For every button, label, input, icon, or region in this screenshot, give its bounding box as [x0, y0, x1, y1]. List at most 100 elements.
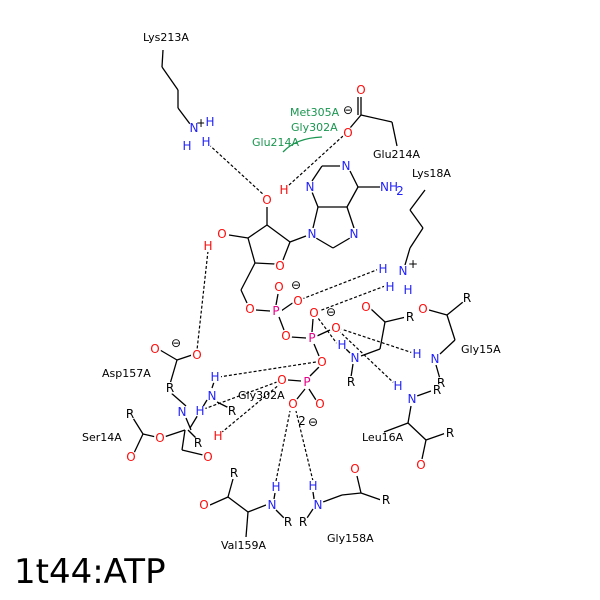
hydrogen-bond [340, 328, 414, 354]
bond [282, 241, 291, 261]
oxygen-atom: O [199, 498, 208, 512]
residue-label-glu214: Glu214A [373, 148, 421, 161]
hydrogen-bond [318, 285, 386, 312]
atom-label-background [345, 376, 357, 388]
atom-label-background [149, 343, 161, 355]
bond [177, 107, 191, 125]
r-group: R [406, 310, 414, 324]
atom-label-background [330, 322, 342, 334]
atom-label-background [306, 228, 318, 240]
bond [360, 114, 393, 123]
green-annotation-curve [282, 136, 323, 153]
bond [409, 209, 424, 229]
subscript-two: 2 [298, 414, 306, 428]
bond [332, 237, 351, 249]
bond [169, 391, 187, 407]
bond [227, 478, 234, 498]
oxygen-atom: O [274, 280, 283, 294]
nitrogen-atom: N [431, 352, 440, 366]
bond [391, 121, 398, 147]
bond [247, 237, 256, 264]
atom-label-background [191, 349, 203, 361]
atom-label-background [292, 295, 304, 307]
bond [409, 227, 424, 249]
bond [273, 492, 276, 500]
bond [176, 354, 193, 361]
hydrogen-bond [295, 410, 314, 482]
residue-label-glu214-green: Glu214A [252, 136, 300, 149]
bond [247, 504, 267, 513]
bond [379, 321, 386, 350]
bond [311, 318, 314, 333]
atom-label-background [342, 127, 354, 139]
r-group: R [166, 381, 174, 395]
bond [159, 349, 178, 361]
oxygen-atom: O [203, 450, 212, 464]
atom-label-background [349, 352, 361, 364]
atom-label-background [176, 406, 188, 418]
oxygen-atom: O [245, 302, 254, 316]
hydrogen-bond [275, 410, 291, 482]
atom-label-background [164, 382, 176, 394]
atom-label-background [209, 371, 221, 383]
bond [349, 114, 362, 129]
hydrogen-bond [317, 317, 339, 346]
bond [360, 492, 382, 501]
negative-charge-icon: ⊖ [291, 278, 301, 292]
atom-label-background [212, 430, 224, 442]
bond [181, 449, 204, 456]
r-group: R [299, 515, 307, 529]
r-group: R [382, 493, 390, 507]
hydrogen-atom: H [378, 262, 387, 276]
hydrogen-bond [339, 331, 396, 385]
bond [384, 316, 407, 323]
bond [322, 494, 343, 503]
bond [311, 165, 323, 182]
bond [290, 336, 307, 339]
residue-label-leu16: Leu16A [362, 431, 404, 444]
bond [240, 262, 256, 291]
oxygen-atom: O [155, 431, 164, 445]
hydrogen-atom: H [393, 379, 402, 393]
bond [341, 492, 362, 496]
atom-label-background [273, 281, 285, 293]
bond [425, 432, 447, 441]
bond [185, 417, 192, 431]
atom-label-background [270, 481, 282, 493]
nitrogen-atom: N [350, 227, 359, 241]
atom-label-background [274, 260, 286, 272]
positive-charge-icon: + [408, 257, 418, 271]
oxygen-atom: O [262, 193, 271, 207]
positive-charge-icon: + [196, 116, 206, 130]
bond [132, 417, 144, 435]
atom-label-background [301, 376, 313, 388]
bond [407, 422, 427, 441]
hydrogen-atom: H [213, 429, 222, 443]
residue-label-lys18: Lys18A [412, 167, 451, 180]
atom-label-background [461, 292, 473, 304]
hydrogen-atom: H [271, 480, 280, 494]
bond [404, 247, 411, 266]
oxygen-atom: O [317, 355, 326, 369]
nitrogen-atom: N [314, 498, 323, 512]
atom-label-background [402, 284, 414, 296]
atom-label-background [429, 353, 441, 365]
r-group: R [194, 436, 202, 450]
atom-label-background [384, 281, 396, 293]
atom-label-background [307, 480, 319, 492]
hydrogen-atom: H [195, 404, 204, 418]
atom-label-background [417, 303, 429, 315]
bond [227, 496, 249, 513]
atom-label-background [306, 332, 318, 344]
bond [266, 224, 291, 243]
bond [254, 262, 276, 265]
atom-label-background [228, 467, 240, 479]
oxygen-atom: O [331, 321, 340, 335]
bond [287, 379, 302, 382]
atom-label-background [431, 384, 443, 396]
bond [315, 237, 334, 249]
nitrogen-atom: N [351, 351, 360, 365]
atom-label-background [226, 405, 238, 417]
bond [308, 388, 317, 401]
